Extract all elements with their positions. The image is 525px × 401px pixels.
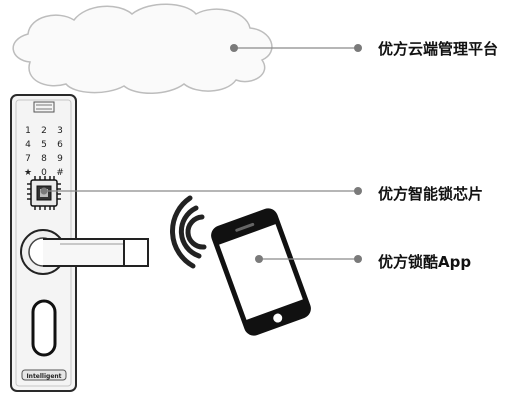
callout-chip bbox=[40, 187, 362, 195]
smartphone-icon bbox=[211, 208, 311, 336]
keypad-key: 1 bbox=[25, 126, 31, 136]
keypad-key: 8 bbox=[41, 154, 47, 164]
wireless-signal-icon bbox=[170, 195, 207, 269]
label-cloud-platform: 优方云端管理平台 bbox=[378, 40, 499, 58]
key-cylinder bbox=[31, 299, 57, 357]
keypad-key: 9 bbox=[57, 154, 63, 164]
cloud-icon bbox=[12, 3, 273, 94]
keypad-key: ★ bbox=[24, 168, 32, 178]
keypad-key: 5 bbox=[41, 140, 47, 150]
keypad-key: 7 bbox=[25, 154, 31, 164]
keypad-key: 6 bbox=[57, 140, 63, 150]
keypad-key: 0 bbox=[41, 168, 47, 178]
lock-brand-text: Intelligent bbox=[26, 373, 61, 380]
callout-cloud bbox=[230, 44, 362, 52]
keypad-key: 4 bbox=[25, 140, 31, 150]
lock-brand-plate: Intelligent bbox=[21, 369, 67, 381]
label-smart-lock-chip: 优方智能锁芯片 bbox=[378, 185, 484, 203]
keypad-key: 3 bbox=[57, 126, 63, 136]
label-lock-app: 优方锁酷App bbox=[378, 253, 472, 271]
callout-app bbox=[255, 255, 362, 263]
keypad-key: 2 bbox=[41, 126, 47, 136]
lock-handle bbox=[20, 229, 149, 275]
lock-top-vent bbox=[33, 101, 55, 113]
keypad-key: # bbox=[56, 168, 64, 178]
